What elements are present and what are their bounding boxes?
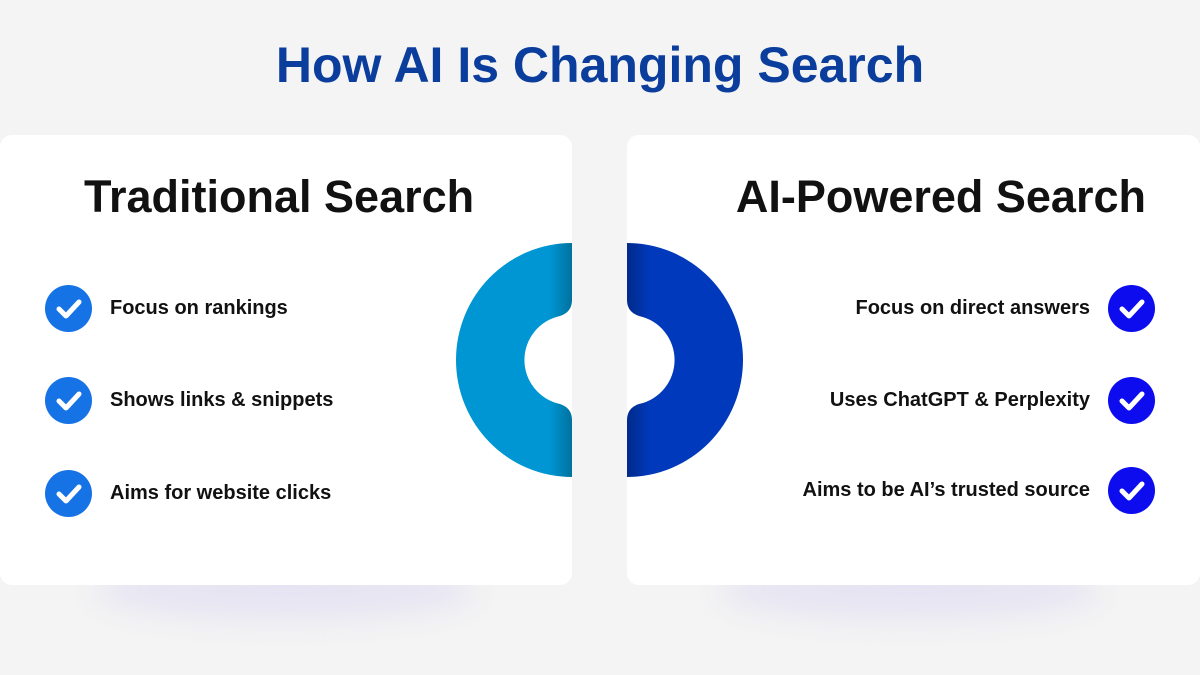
list-item: Aims for website clicks <box>45 470 331 517</box>
ai-half-donut <box>627 243 743 477</box>
check-circle-icon <box>45 377 92 424</box>
item-label: Focus on rankings <box>110 297 288 319</box>
check-circle-icon <box>45 285 92 332</box>
check-circle-icon <box>1108 467 1155 514</box>
item-label: Aims for website clicks <box>110 482 332 504</box>
divider-gap <box>572 210 627 510</box>
check-circle-icon <box>1108 285 1155 332</box>
item-label: Aims to be AI’s trusted source <box>802 479 1090 501</box>
card-heading: AI-Powered Search <box>735 171 1146 222</box>
item-label: Shows links & snippets <box>110 389 334 411</box>
page-title: How AI Is Changing Search <box>275 37 925 93</box>
traditional-half-donut <box>456 243 572 477</box>
check-circle-icon <box>1108 377 1155 424</box>
list-item: Uses ChatGPT & Perplexity <box>830 377 1155 424</box>
item-label: Uses ChatGPT & Perplexity <box>829 389 1090 411</box>
list-item: Aims to be AI’s trusted source <box>803 467 1155 514</box>
check-circle-icon <box>45 470 92 517</box>
list-item: Focus on rankings <box>45 285 288 332</box>
item-label: Focus on direct answers <box>855 297 1090 319</box>
list-item: Focus on direct answers <box>855 285 1155 332</box>
list-item: Shows links & snippets <box>45 377 333 424</box>
card-heading: Traditional Search <box>84 171 475 222</box>
